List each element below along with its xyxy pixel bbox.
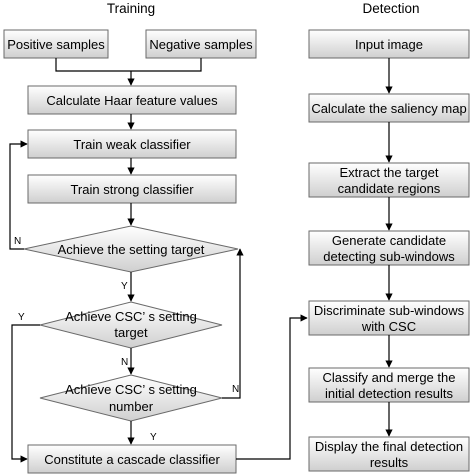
cascade-to-discriminate xyxy=(236,314,308,460)
csc-number-decision: Achieve CSC’ s setting number xyxy=(39,374,223,422)
setting-target-decision: Achieve the setting target xyxy=(23,225,239,273)
strong-classifier-box: Train strong classifier xyxy=(27,174,237,204)
no-label-csc-target: N xyxy=(121,357,128,368)
cascade-classifier-box: Constitute a cascade classifier xyxy=(27,444,237,474)
negative-samples-box: Negative samples xyxy=(145,29,257,59)
generate-label-2: detecting sub-windows xyxy=(323,249,455,264)
display-label-1: Display the final detection xyxy=(315,439,463,454)
input-image-box: Input image xyxy=(308,29,470,59)
haar-features-label: Calculate Haar feature values xyxy=(46,93,218,108)
classify-label-2: initial detection results xyxy=(325,386,453,401)
yes-label-csc-target: Y xyxy=(18,312,25,323)
positive-samples-box: Positive samples xyxy=(3,29,109,59)
no-label-csc-number: N xyxy=(232,384,239,395)
yes-label-csc-number: Y xyxy=(150,432,157,443)
strong-classifier-label: Train strong classifier xyxy=(70,182,194,197)
merge-connector xyxy=(55,58,202,72)
extract-label-2: candidate regions xyxy=(338,181,441,196)
csc-number-label-1: Achieve CSC’ s setting xyxy=(65,382,197,397)
display-results-box: Display the final detection results xyxy=(308,436,470,472)
weak-classifier-box: Train weak classifier xyxy=(27,129,237,159)
yes-label-target: Y xyxy=(121,281,128,292)
extract-candidates-box: Extract the target candidate regions xyxy=(308,162,470,198)
yes-branch-to-cascade xyxy=(11,324,40,463)
haar-features-box: Calculate Haar feature values xyxy=(27,85,237,115)
display-label-2: results xyxy=(370,455,409,470)
weak-classifier-label: Train weak classifier xyxy=(73,137,191,152)
extract-label-1: Extract the target xyxy=(340,165,439,180)
detection-header: Detection xyxy=(362,1,419,16)
positive-samples-label: Positive samples xyxy=(7,37,105,52)
no-label-target: N xyxy=(14,236,21,247)
input-image-label: Input image xyxy=(355,37,423,52)
negative-samples-label: Negative samples xyxy=(149,37,253,52)
csc-number-label-2: number xyxy=(109,399,154,414)
saliency-map-box: Calculate the saliency map xyxy=(308,93,470,123)
discriminate-label-2: with CSC xyxy=(361,319,416,334)
cascade-classifier-label: Constitute a cascade classifier xyxy=(44,452,220,467)
setting-target-label: Achieve the setting target xyxy=(58,242,205,257)
classify-merge-box: Classify and merge the initial detection… xyxy=(308,367,470,403)
csc-target-label-2: target xyxy=(114,325,148,340)
no-loop-to-weak xyxy=(9,140,28,250)
generate-subwindows-box: Generate candidate detecting sub-windows xyxy=(308,230,470,266)
discriminate-subwindows-box: Discriminate sub-windows with CSC xyxy=(308,300,470,336)
discriminate-label-1: Discriminate sub-windows xyxy=(314,303,465,318)
csc-target-decision: Achieve CSC’ s setting target xyxy=(39,301,223,349)
saliency-map-label: Calculate the saliency map xyxy=(311,101,466,116)
no-loop-to-target xyxy=(222,248,244,399)
training-header: Training xyxy=(107,1,155,16)
csc-target-label-1: Achieve CSC’ s setting xyxy=(65,309,197,324)
generate-label-1: Generate candidate xyxy=(332,233,446,248)
classify-label-1: Classify and merge the xyxy=(323,370,456,385)
